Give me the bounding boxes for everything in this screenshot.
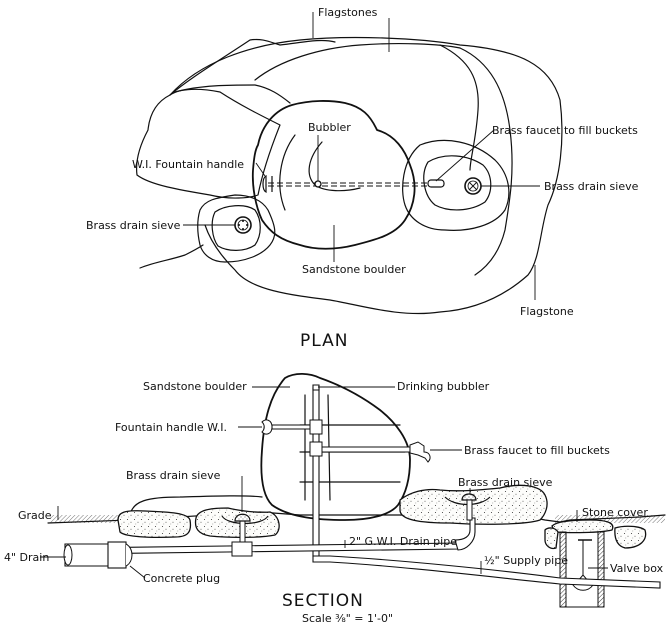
- label-sieve-right: Brass drain sieve: [544, 180, 639, 193]
- label-sieve-left: Brass drain sieve: [86, 219, 181, 232]
- ground-curve-left: [139, 244, 204, 269]
- leader-brass-faucet: [435, 129, 495, 182]
- stone-right-mound: [399, 484, 548, 525]
- plan-view: Flagstones Bubbler W.I. Fountain handle …: [86, 6, 639, 351]
- label-drinking-bubbler: Drinking bubbler: [397, 380, 490, 393]
- stone-cover-right: [614, 525, 647, 549]
- sieve-drain-stem-right: [466, 499, 473, 521]
- flagstone-right-sieve-inner: [423, 155, 492, 211]
- vertical-supply-pipe: [312, 387, 320, 557]
- flagstone-back: [169, 36, 563, 315]
- concrete-plug-cap: [125, 543, 133, 567]
- bubbler-plan: [314, 180, 322, 188]
- label-brass-faucet: Brass faucet to fill buckets: [492, 124, 638, 137]
- flagstone-left-section: [129, 495, 263, 519]
- tee-drain-left: [231, 541, 253, 557]
- label-section-sandstone-boulder: Sandstone boulder: [143, 380, 247, 393]
- label-concrete-plug: Concrete plug: [143, 572, 220, 585]
- section-title: SECTION: [282, 591, 364, 611]
- tee-fitting-1: [309, 419, 323, 435]
- drain-elbow: [454, 517, 476, 551]
- brass-faucet-section: [409, 441, 431, 463]
- plan-title: PLAN: [300, 331, 348, 351]
- leader-fountain-handle: [255, 162, 266, 177]
- label-section-fountain-handle: Fountain handle W.I.: [115, 421, 227, 434]
- label-sandstone-boulder: Sandstone boulder: [302, 263, 406, 276]
- brass-faucet-plan: [427, 179, 445, 188]
- boulder-contour-1: [279, 134, 296, 211]
- label-flagstones: Flagstones: [318, 6, 378, 19]
- drain-sieve-left-plan: [234, 216, 252, 234]
- label-fountain-handle: W.I. Fountain handle: [132, 158, 244, 171]
- flagstone-inner-top: [254, 42, 461, 81]
- label-flagstone: Flagstone: [520, 305, 574, 318]
- sandstone-boulder-plan: [251, 100, 416, 250]
- section-scale: Scale ⅜" = 1'-0": [302, 612, 393, 625]
- stone-left-1: [117, 510, 192, 538]
- flagstone-left-sieve: [197, 194, 276, 263]
- fountain-handle-section: [261, 419, 273, 435]
- handle-pipe: [271, 424, 314, 430]
- label-stone-cover: Stone cover: [582, 506, 648, 519]
- label-supply-pipe: ½" Supply pipe: [484, 554, 568, 567]
- drain-sieve-right-plan: [464, 177, 482, 195]
- drain-sieve-left-section: [234, 513, 251, 522]
- fountain-handle-plan: [262, 175, 267, 193]
- stone-cover-side: [544, 527, 559, 550]
- label-bubbler: Bubbler: [308, 121, 351, 134]
- section-view: Sandstone boulder Drinking bubbler Fount…: [4, 372, 666, 625]
- drain-sieve-right-section: [461, 493, 477, 501]
- concrete-plug: [107, 541, 127, 569]
- flagstone-left-inner: [174, 84, 291, 104]
- supply-to-valve: [312, 555, 661, 589]
- flagstone-right-seam-2: [459, 47, 513, 276]
- horizontal-faucet-pipe: [318, 446, 411, 453]
- leader-concrete-plug: [129, 565, 146, 579]
- sieve-drain-stem-left: [239, 519, 246, 546]
- flagstone-right-sieve: [402, 139, 510, 231]
- label-section-sieve-left: Brass drain sieve: [126, 469, 221, 482]
- label-section-brass-faucet: Brass faucet to fill buckets: [464, 444, 610, 457]
- stone-cover: [551, 519, 614, 534]
- label-section-sieve-right: Brass drain sieve: [458, 476, 553, 489]
- tee-fitting-2: [309, 441, 323, 457]
- drain-4in-end: [63, 544, 73, 566]
- label-grade: Grade: [18, 509, 52, 522]
- label-gwi-drain-pipe: 2" G.W.I. Drain pipe: [349, 535, 457, 548]
- flagstone-left: [135, 88, 281, 199]
- flagstone-right-seam-1: [439, 44, 479, 171]
- flagstone-left-sieve-inner: [211, 205, 261, 251]
- bubbler-top: [312, 384, 320, 391]
- sandstone-boulder-section: [260, 372, 411, 521]
- label-drain-4in: 4" Drain: [4, 551, 49, 564]
- flagstone-top-left: [169, 38, 336, 96]
- label-valve-box: Valve box: [610, 562, 664, 575]
- valve-box: [559, 531, 605, 608]
